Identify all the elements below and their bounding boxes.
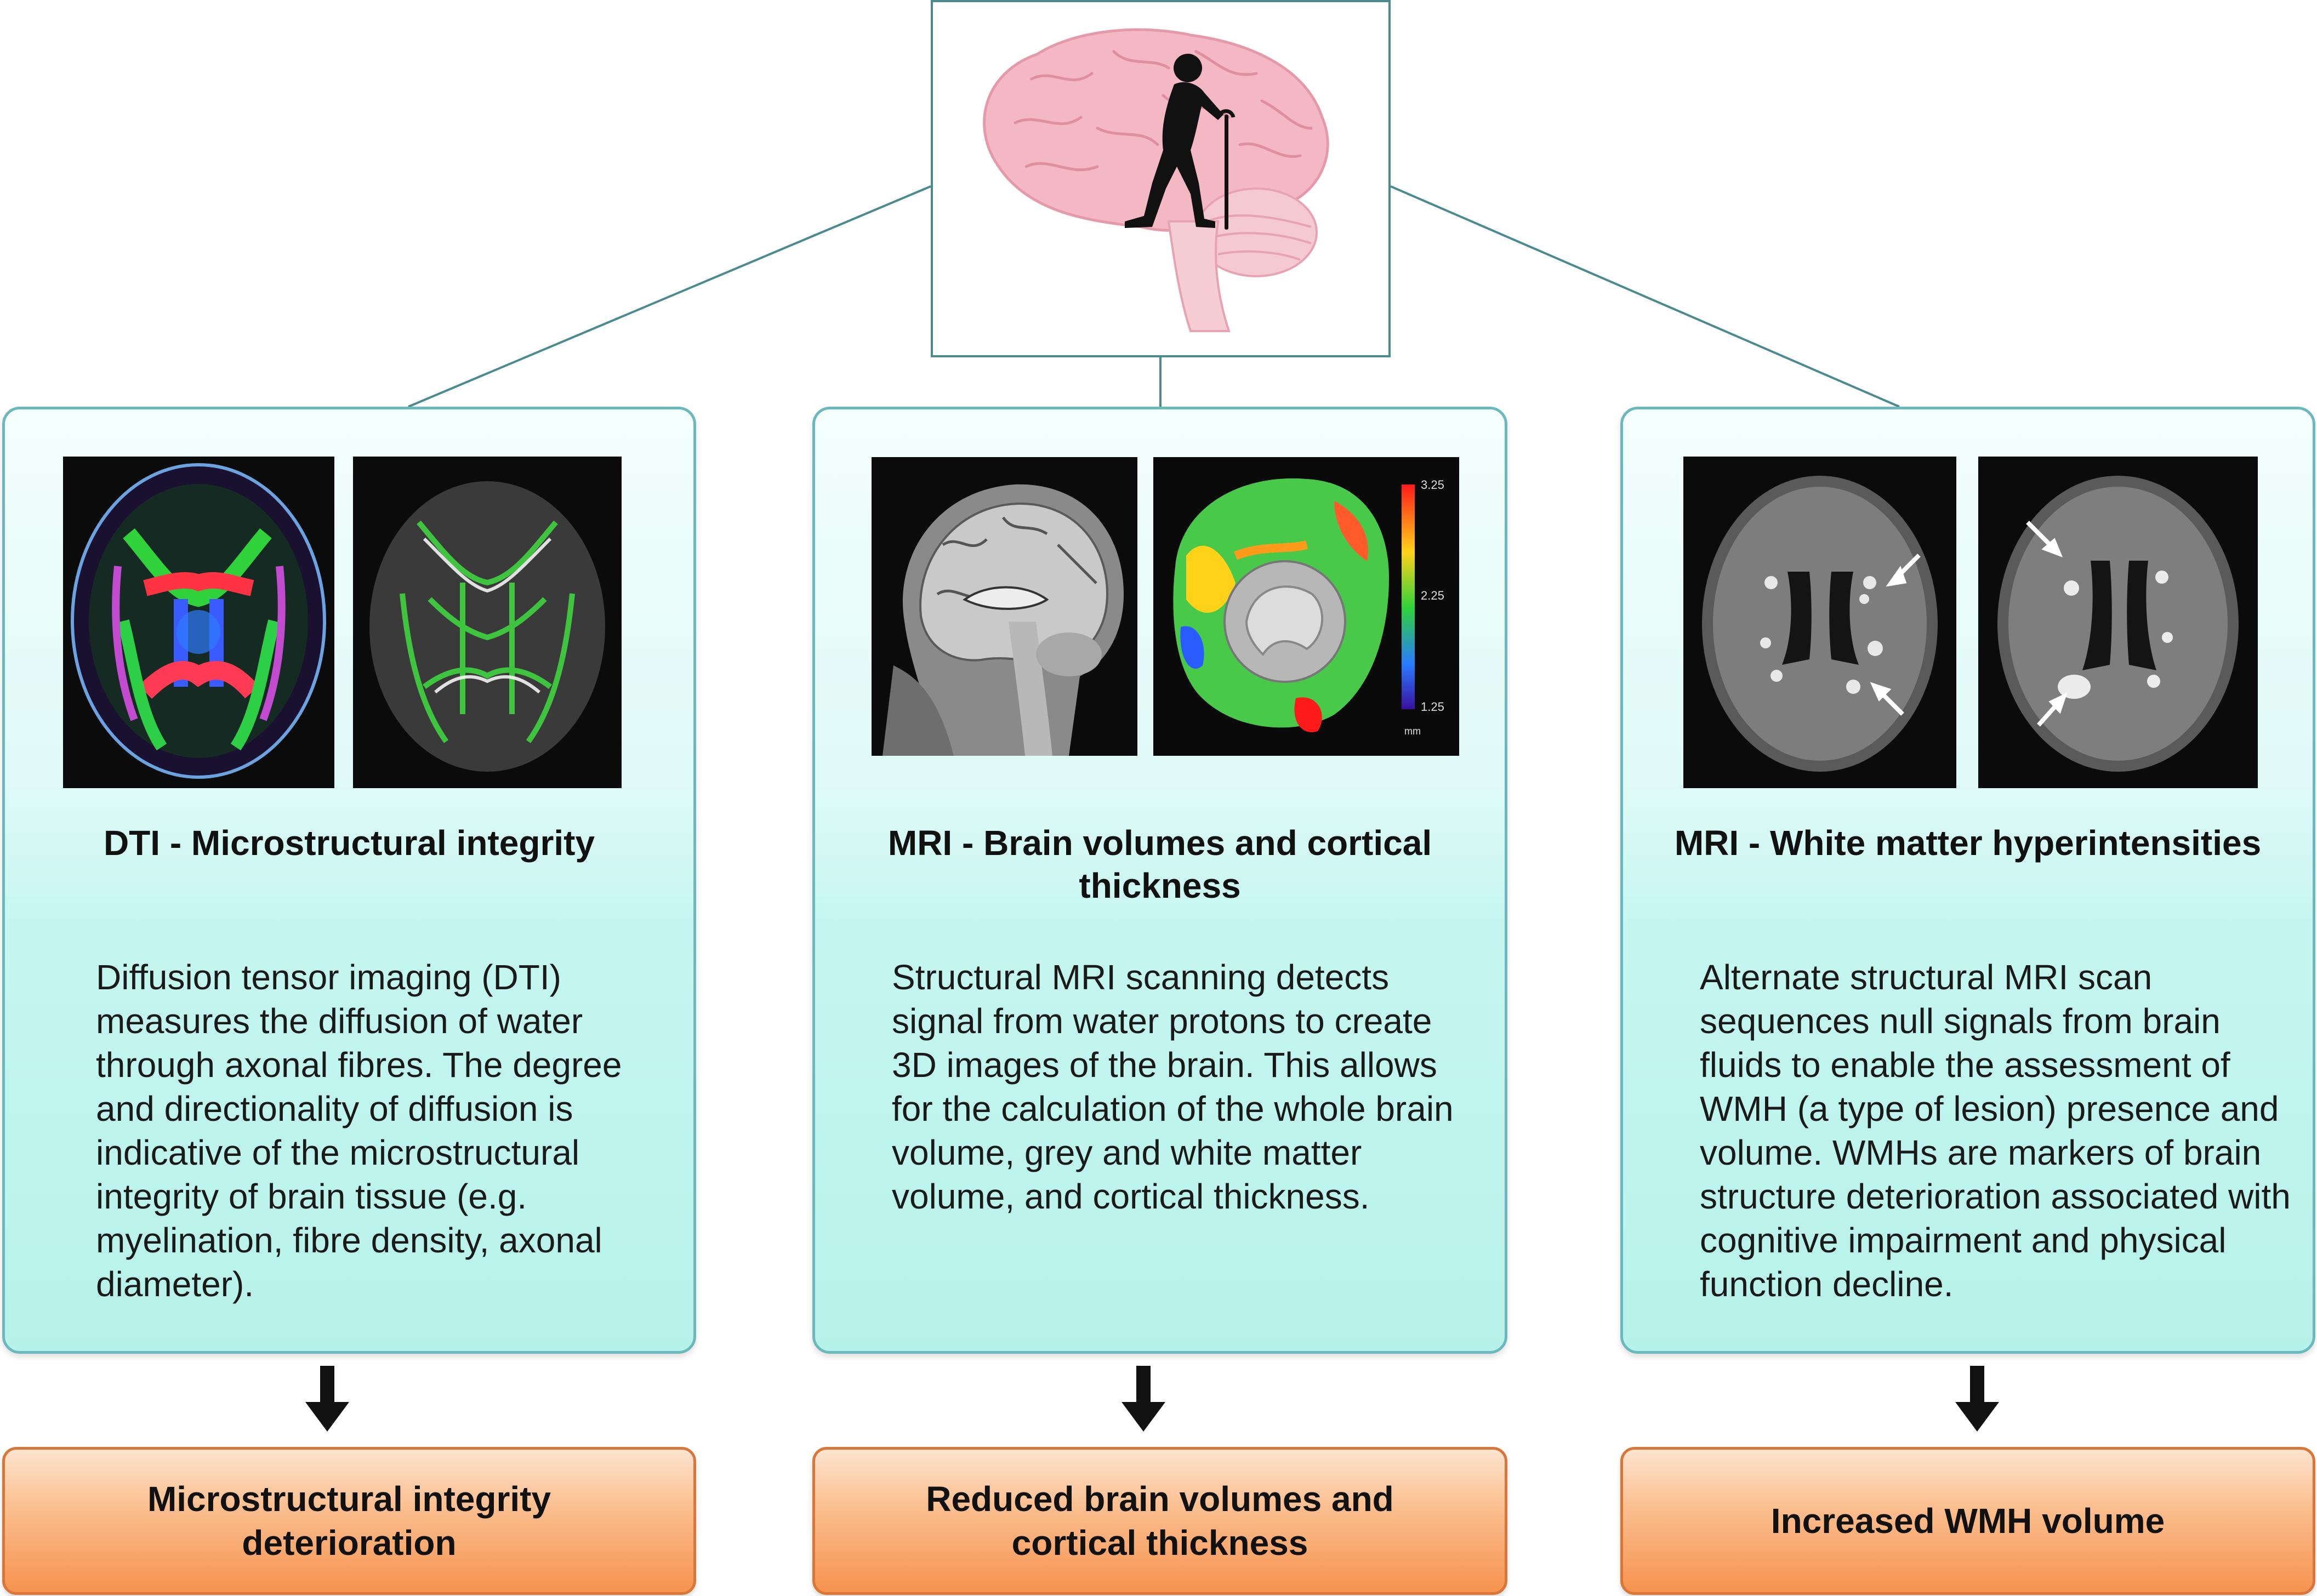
panel-wmh: MRI - White matter hyperintensities Alte… (1620, 407, 2315, 1354)
outcome-box-dti: Microstructural integrity deterioration (2, 1447, 696, 1595)
outcome-label: Microstructural integrity deterioration (147, 1479, 551, 1563)
colorbar-mid-label: 2.25 (1421, 589, 1444, 602)
panel-title: MRI - Brain volumes and cortical thickne… (887, 823, 1432, 905)
dti-tractography-scan (353, 457, 622, 788)
flair-scan-right (1978, 457, 2258, 788)
aging-brain-illustration (931, 0, 1391, 357)
colorbar-max-label: 3.25 (1421, 478, 1444, 492)
brain-icon (983, 28, 1329, 332)
cortical-thickness-map: 3.25 2.25 1.25 mm (1153, 457, 1459, 756)
flair-scan-left (1683, 457, 1956, 788)
outcome-label: Increased WMH volume (1771, 1501, 2165, 1541)
arrow-down-icon (305, 1366, 349, 1432)
colorbar-min-label: 1.25 (1421, 700, 1444, 714)
outcome-box-mri-volumes: Reduced brain volumes and cortical thick… (812, 1447, 1507, 1595)
panel-title: DTI - Microstructural integrity (103, 823, 595, 863)
panel-description: Structural MRI scanning detects signal f… (892, 957, 1454, 1216)
sagittal-mri-scan (872, 457, 1137, 756)
panel-dti: DTI - Microstructural integrity Diffusio… (2, 407, 696, 1354)
outcome-box-wmh: Increased WMH volume (1620, 1447, 2315, 1595)
panel-mri-volumes: 3.25 2.25 1.25 mm MRI - Brain volumes an… (812, 407, 1507, 1354)
outcome-label: Reduced brain volumes and cortical thick… (926, 1479, 1394, 1563)
arrow-down-icon (1955, 1366, 1999, 1432)
dti-color-fa-scan (63, 457, 334, 788)
colorbar-unit-label: mm (1404, 726, 1421, 737)
panel-description: Alternate structural MRI scan sequences … (1700, 957, 2291, 1304)
connector-right (1390, 185, 1900, 408)
arrow-down-icon (1122, 1366, 1165, 1432)
connector-left (408, 185, 931, 408)
panel-title: MRI - White matter hyperintensities (1674, 823, 2262, 863)
panel-description: Diffusion tensor imaging (DTI) measures … (96, 957, 622, 1304)
